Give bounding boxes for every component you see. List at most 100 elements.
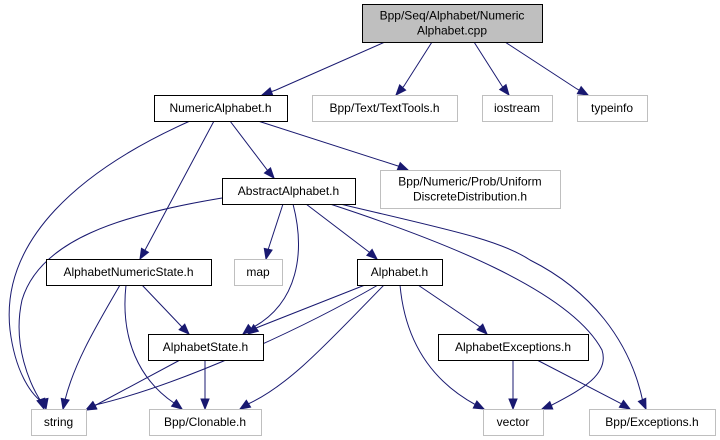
edge-abstractalphabet-to-alphabetstate (241, 203, 299, 335)
node-box (148, 334, 264, 361)
node-box (438, 334, 589, 361)
edge-line (257, 120, 409, 171)
edge-alphabet-to-clonable (238, 284, 385, 410)
node-typeinfo[interactable]: typeinfo (577, 95, 648, 122)
node-clonable[interactable]: Bpp/Clonable.h (149, 409, 262, 436)
node-label: iostream (494, 101, 540, 115)
edge-alphabetnumericstate-to-string (60, 284, 121, 411)
node-box (589, 409, 716, 436)
arrowhead-icon (540, 400, 554, 410)
node-box (46, 259, 212, 286)
arrowhead-icon (200, 398, 210, 411)
edges-layer (8, 41, 647, 411)
arrowhead-icon (508, 398, 518, 411)
arrowhead-icon (246, 323, 260, 335)
node-label: typeinfo (591, 101, 633, 115)
edge-line (536, 359, 631, 410)
arrowhead-icon (637, 397, 647, 411)
node-box (380, 170, 561, 209)
node-label: Bpp/Seq/Alphabet/Numeric (380, 9, 525, 23)
arrowhead-icon (472, 400, 486, 410)
edge-line (399, 284, 485, 410)
edge-line (339, 203, 647, 410)
node-iostream[interactable]: iostream (482, 95, 553, 122)
arrowhead-icon (476, 323, 488, 335)
edge-line (329, 203, 604, 410)
node-box (577, 95, 648, 122)
node-alphabetstate[interactable]: AlphabetState.h (148, 334, 264, 361)
edge-alphabetexceptions-to-exceptions (536, 359, 632, 410)
edge-line (417, 284, 488, 335)
arrowhead-icon (576, 85, 590, 96)
edge-abstractalphabet-to-vector (329, 203, 604, 410)
arrowhead-icon (498, 83, 510, 97)
arrowhead-icon (365, 248, 379, 260)
node-map[interactable]: map (234, 259, 283, 286)
arrowhead-icon (170, 398, 184, 410)
edge-line (124, 284, 183, 410)
node-string[interactable]: string (31, 409, 87, 436)
node-exceptions[interactable]: Bpp/Exceptions.h (589, 409, 716, 436)
arrowhead-icon (395, 84, 407, 97)
node-vector[interactable]: vector (483, 409, 544, 436)
node-alphabetnumericstate[interactable]: AlphabetNumericState.h (46, 259, 212, 286)
arrowhead-icon (396, 161, 410, 171)
edge-numericalphabet-to-uniform (257, 120, 410, 171)
node-box (149, 409, 262, 436)
edge-line (18, 197, 223, 410)
node-label: NumericAlphabet.h (169, 101, 271, 115)
edge-line (504, 41, 589, 96)
node-label: Bpp/Text/TextTools.h (329, 101, 439, 115)
node-box (482, 95, 553, 122)
node-label: Bpp/Numeric/Prob/Uniform (398, 175, 541, 189)
edge-line (247, 284, 366, 335)
node-label: AlphabetState.h (163, 340, 248, 354)
arrowhead-icon (238, 399, 252, 410)
node-main[interactable]: Bpp/Seq/Alphabet/NumericAlphabet.cpp (362, 4, 543, 43)
node-alphabetexceptions[interactable]: AlphabetExceptions.h (438, 334, 589, 361)
node-box (154, 95, 288, 122)
edge-main-to-numericalphabet (260, 41, 386, 96)
edge-main-to-typeinfo (504, 41, 590, 96)
node-alphabet[interactable]: Alphabet.h (357, 259, 443, 286)
node-box (483, 409, 544, 436)
node-box (31, 409, 87, 436)
edge-line (139, 120, 215, 260)
edge-line (239, 284, 385, 410)
arrowhead-icon (263, 247, 273, 261)
edge-numericalphabet-to-alphabetnumericstate (139, 120, 215, 261)
node-box (222, 178, 356, 205)
edge-main-to-iostream (473, 41, 510, 97)
node-texttools[interactable]: Bpp/Text/TextTools.h (312, 95, 458, 122)
edge-line (62, 284, 121, 410)
node-label: Bpp/Exceptions.h (605, 415, 698, 429)
edge-abstractalphabet-to-alphabet (305, 203, 379, 260)
node-box (312, 95, 458, 122)
edge-abstractalphabet-to-exceptions (339, 203, 647, 411)
edge-line (8, 120, 191, 410)
edge-alphabetnumericstate-to-alphabetstate (141, 284, 190, 335)
node-uniform[interactable]: Bpp/Numeric/Prob/UniformDiscreteDistribu… (380, 170, 561, 209)
nodes-layer: Bpp/Seq/Alphabet/NumericAlphabet.cppNume… (31, 4, 716, 436)
node-box (357, 259, 443, 286)
edge-alphabet-to-vector (399, 284, 486, 410)
node-abstractalphabet[interactable]: AbstractAlphabet.h (222, 178, 356, 205)
arrowhead-icon (260, 87, 274, 96)
node-label: Bpp/Clonable.h (164, 415, 246, 429)
edge-line (229, 120, 275, 179)
edge-alphabetstate-to-clonable (200, 360, 210, 411)
node-label: Alphabet.h (371, 265, 428, 279)
edge-line (242, 203, 299, 335)
arrowhead-icon (139, 247, 150, 261)
edge-abstractalphabet-to-string (18, 197, 223, 411)
arrowhead-icon (84, 401, 98, 411)
edge-alphabet-to-alphabetstate (246, 284, 366, 335)
edge-line (261, 41, 386, 96)
edge-line (305, 203, 378, 260)
node-label: DiscreteDistribution.h (413, 190, 527, 204)
edge-numericalphabet-to-abstractalphabet (229, 120, 275, 180)
edge-alphabetstate-to-string (84, 359, 181, 411)
node-numericalphabet[interactable]: NumericAlphabet.h (154, 95, 288, 122)
arrowhead-icon (618, 399, 632, 410)
edge-line (85, 359, 181, 411)
